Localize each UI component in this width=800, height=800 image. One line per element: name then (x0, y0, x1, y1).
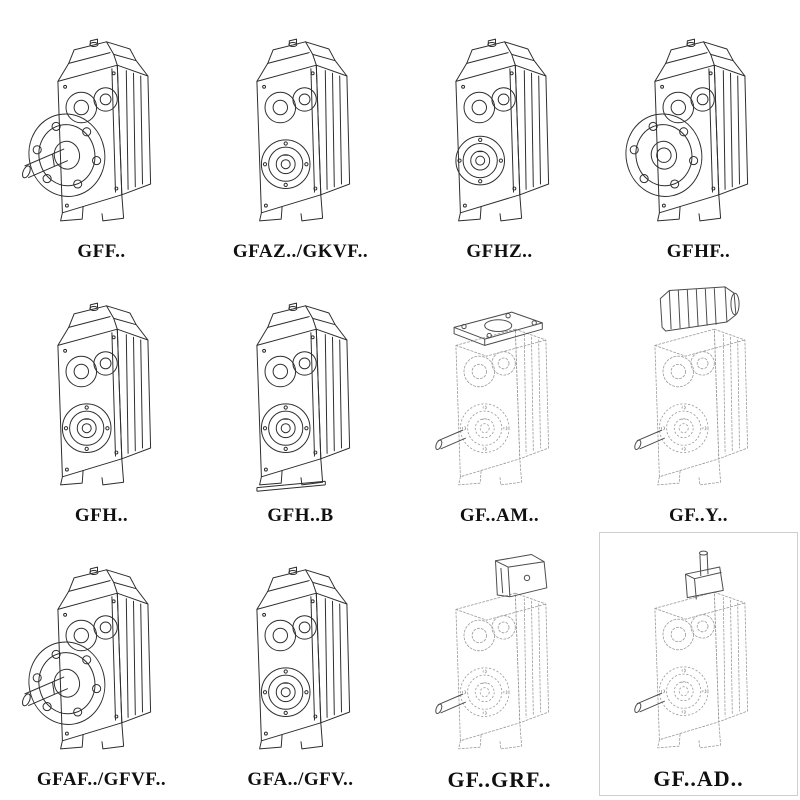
model-label-gfh: GFH.. (74, 505, 129, 526)
hollow-output-bore (459, 667, 509, 717)
model-label-gff: GFF.. (77, 241, 126, 262)
gearbox-housing (653, 328, 748, 486)
hollow-output-bore (260, 403, 310, 453)
motor-adapter-flange (453, 311, 543, 346)
catalog-cell-gf-ad: GF..AD.. (599, 532, 798, 796)
gearbox-drawing-hollow (56, 302, 151, 486)
hollow-output-bore (459, 403, 509, 453)
hollow-output-bore (260, 667, 310, 717)
gearbox-drawing-flange-hollow (617, 38, 748, 222)
gearbox-drawing-input-adapter (433, 554, 549, 750)
gearbox-drawing-flange-shaft (19, 566, 151, 750)
gearbox-drawing-hollow (255, 38, 350, 222)
gearbox-drawing-hollow (255, 566, 350, 750)
catalog-cell-gfhz: GFHZ.. (400, 4, 599, 268)
gearbox-drawing-with-motor (632, 286, 748, 486)
model-label-gf-y: GF..Y.. (668, 505, 729, 526)
gearbox-housing (56, 302, 151, 486)
model-label-gfh-b: GFH..B (267, 505, 334, 526)
model-label-gfhz: GFHZ.. (466, 241, 533, 262)
gearbox-housing (653, 591, 748, 749)
model-label-gfaz-gkvf: GFAZ../GKVF.. (232, 241, 369, 262)
catalog-cell-gfaz-gkvf: GFAZ../GKVF.. (201, 4, 400, 268)
catalog-cell-gf-y: GF..Y.. (599, 268, 798, 532)
electric-motor (659, 286, 740, 332)
output-shaft (433, 693, 466, 715)
gearbox-drawing-hollow (454, 38, 549, 222)
hollow-output-bore (61, 403, 111, 453)
output-flange (20, 106, 113, 205)
catalog-cell-gfhf: GFHF.. (599, 4, 798, 268)
gearbox-housing (255, 566, 350, 750)
gearbox-housing (454, 328, 549, 486)
output-shaft (632, 429, 665, 451)
model-label-gf-grf: GF..GRF.. (447, 767, 552, 792)
catalog-cell-gff: GFF.. (2, 4, 201, 268)
input-shaft-adapter (684, 550, 724, 600)
gearbox-drawing-motor-adapter (433, 311, 549, 486)
gearbox-drawing-flange-shaft (19, 38, 151, 222)
output-flange (617, 106, 710, 205)
catalog-cell-gfh: GFH.. (2, 268, 201, 532)
gearbox-housing (454, 38, 549, 222)
input-adapter-box (494, 554, 547, 598)
gearbox-housing (255, 302, 350, 486)
model-label-gfhf: GFHF.. (666, 241, 731, 262)
model-label-gfa-gfv: GFA../GFV.. (247, 769, 354, 790)
hollow-output-bore (658, 403, 708, 453)
hollow-bore (655, 147, 672, 163)
catalog-grid: GFF.. GFAZ../GKVF.. GFHZ.. GF (2, 4, 798, 796)
gearbox-housing (56, 38, 151, 222)
model-label-gfaf-gfvf: GFAF../GFVF.. (36, 769, 167, 790)
catalog-cell-gfaf-gfvf: GFAF../GFVF.. (2, 532, 201, 796)
gearbox-housing (653, 38, 748, 222)
gearbox-housing (56, 566, 151, 750)
catalog-cell-gf-am: GF..AM.. (400, 268, 599, 532)
output-shaft (433, 429, 466, 451)
model-label-gf-am: GF..AM.. (459, 505, 540, 526)
model-label-gf-ad: GF..AD.. (653, 766, 744, 791)
hollow-output-bore (260, 139, 310, 189)
gearbox-drawing-input-shaft-adapter (632, 550, 748, 749)
gearbox-drawing-hollow-foot (255, 302, 350, 492)
hollow-output-bore (658, 666, 708, 716)
catalog-cell-gfa-gfv: GFA../GFV.. (201, 532, 400, 796)
gearbox-housing (454, 592, 549, 750)
catalog-cell-gfh-b: GFH..B (201, 268, 400, 532)
gearbox-housing (255, 38, 350, 222)
output-shaft (632, 692, 665, 714)
hollow-output-bore (454, 135, 505, 186)
output-flange (20, 634, 113, 733)
catalog-cell-gf-grf: GF..GRF.. (400, 532, 599, 796)
